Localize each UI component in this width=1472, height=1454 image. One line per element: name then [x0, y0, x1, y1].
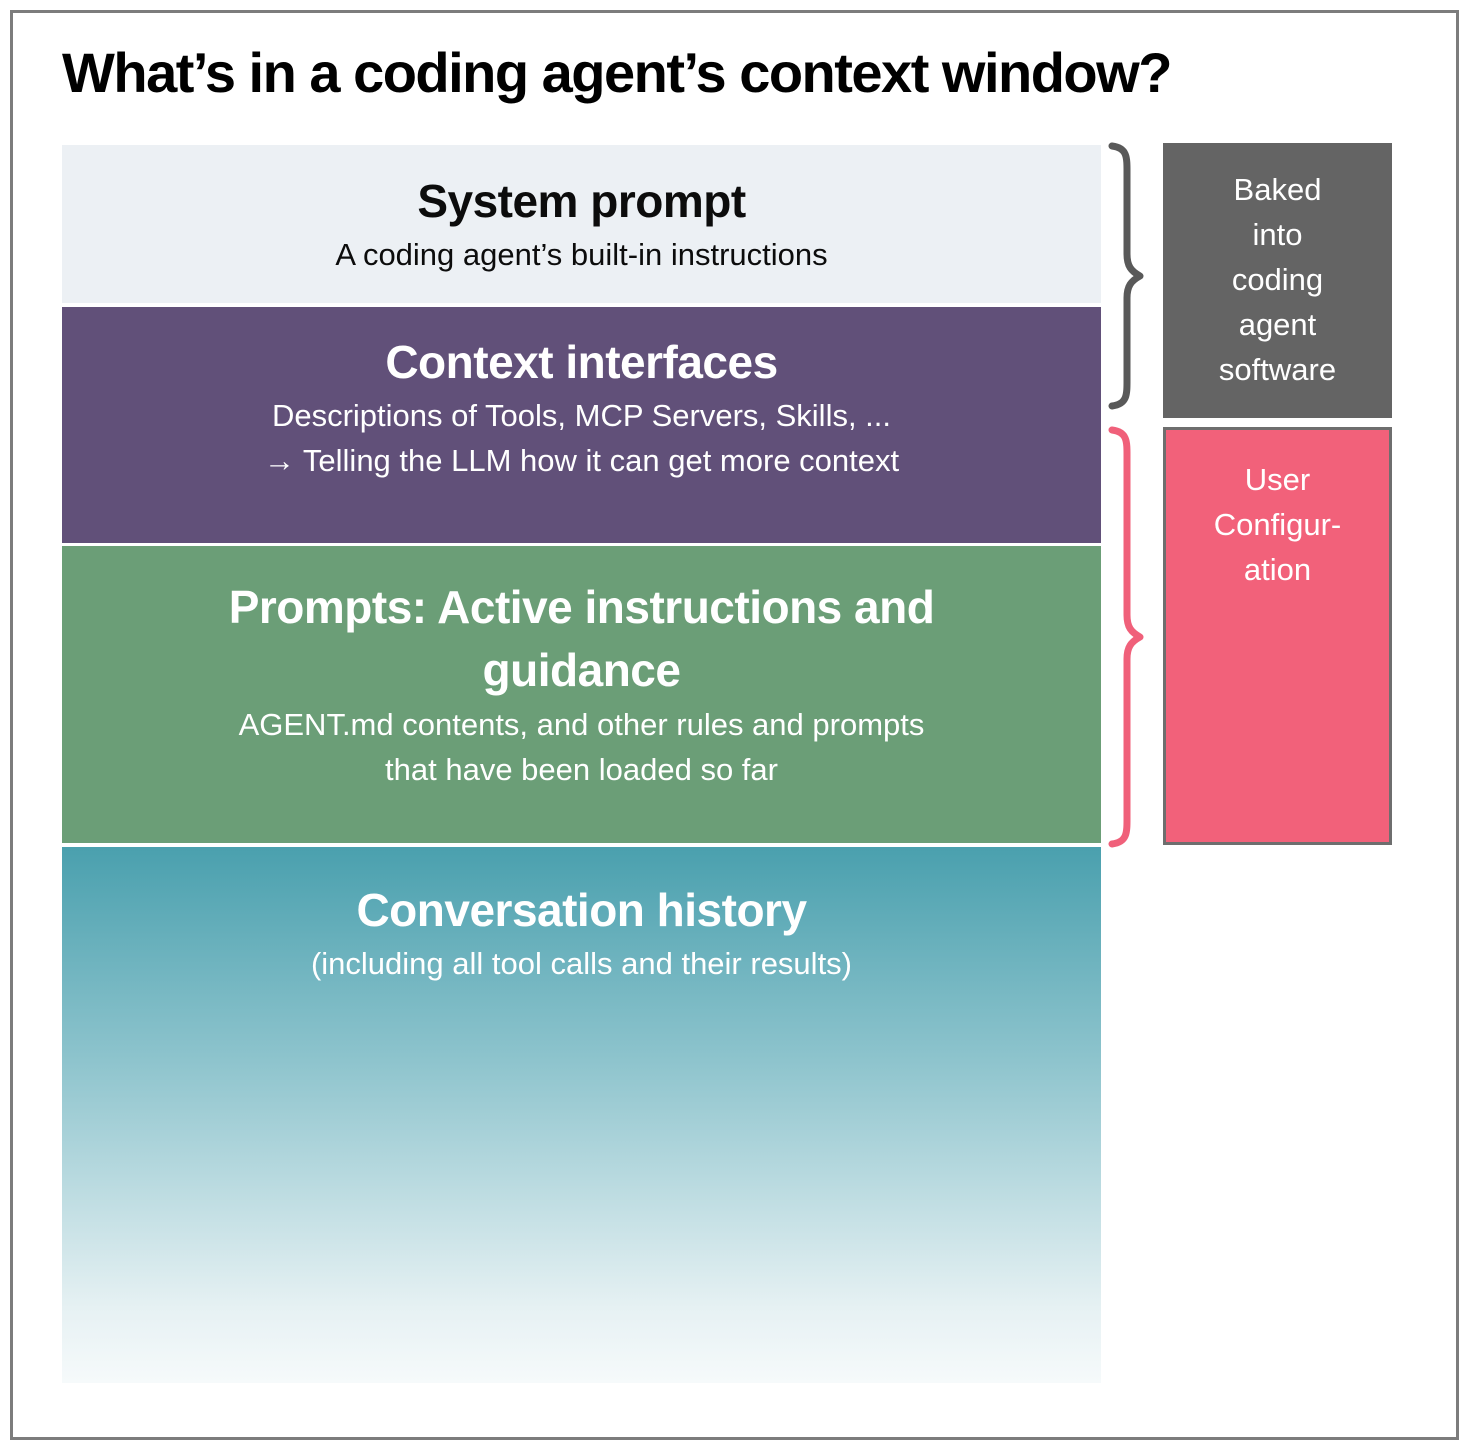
label-user-configuration-line: Configur- — [1213, 506, 1342, 542]
curly-brace-user-config-icon — [1108, 426, 1144, 848]
box-conversation-history-subtitle: (including all tool calls and their resu… — [310, 946, 853, 982]
box-prompts-line: AGENT.md contents, and other rules and p… — [238, 706, 925, 742]
label-baked-line: software — [1218, 351, 1337, 387]
label-baked-line: agent — [1238, 306, 1317, 342]
label-user-configuration-line: ation — [1243, 551, 1312, 587]
outer-frame — [10, 10, 1459, 1440]
curly-brace-user-config-path — [1108, 426, 1144, 848]
page-title: What’s in a coding agent’s context windo… — [62, 41, 1172, 104]
box-prompts-heading: Prompts: Active instructions and guidanc… — [228, 581, 935, 697]
box-system-prompt: System prompt A coding agent’s built-in … — [62, 145, 1101, 303]
box-prompts-active-instructions: Prompts: Active instructions and guidanc… — [62, 546, 1101, 843]
box-context-interfaces-heading: Context interfaces — [385, 336, 778, 388]
label-baked-line: into — [1252, 217, 1303, 253]
box-context-interfaces-line: → Telling the LLM how it can get more co… — [263, 443, 900, 479]
box-conversation-history: Conversation history (including all tool… — [62, 847, 1101, 1383]
label-user-configuration-line: User — [1244, 462, 1311, 497]
label-baked-line: coding — [1231, 262, 1324, 298]
box-system-prompt-subtitle: A coding agent’s built-in instructions — [335, 237, 828, 273]
label-baked-line: Baked — [1233, 172, 1322, 208]
label-user-configuration: User Configur- ation — [1163, 427, 1392, 845]
box-system-prompt-heading: System prompt — [417, 174, 746, 227]
box-context-interfaces: Context interfaces Descriptions of Tools… — [62, 307, 1101, 543]
curly-brace-baked-path — [1108, 142, 1144, 410]
box-context-interfaces-line: Descriptions of Tools, MCP Servers, Skil… — [271, 398, 892, 434]
box-prompts-line: that have been loaded so far — [385, 751, 778, 787]
box-conversation-history-heading: Conversation history — [356, 884, 807, 936]
curly-brace-baked-icon — [1108, 142, 1144, 410]
label-baked-into-coding-agent-software: Baked into coding agent software — [1163, 143, 1392, 418]
